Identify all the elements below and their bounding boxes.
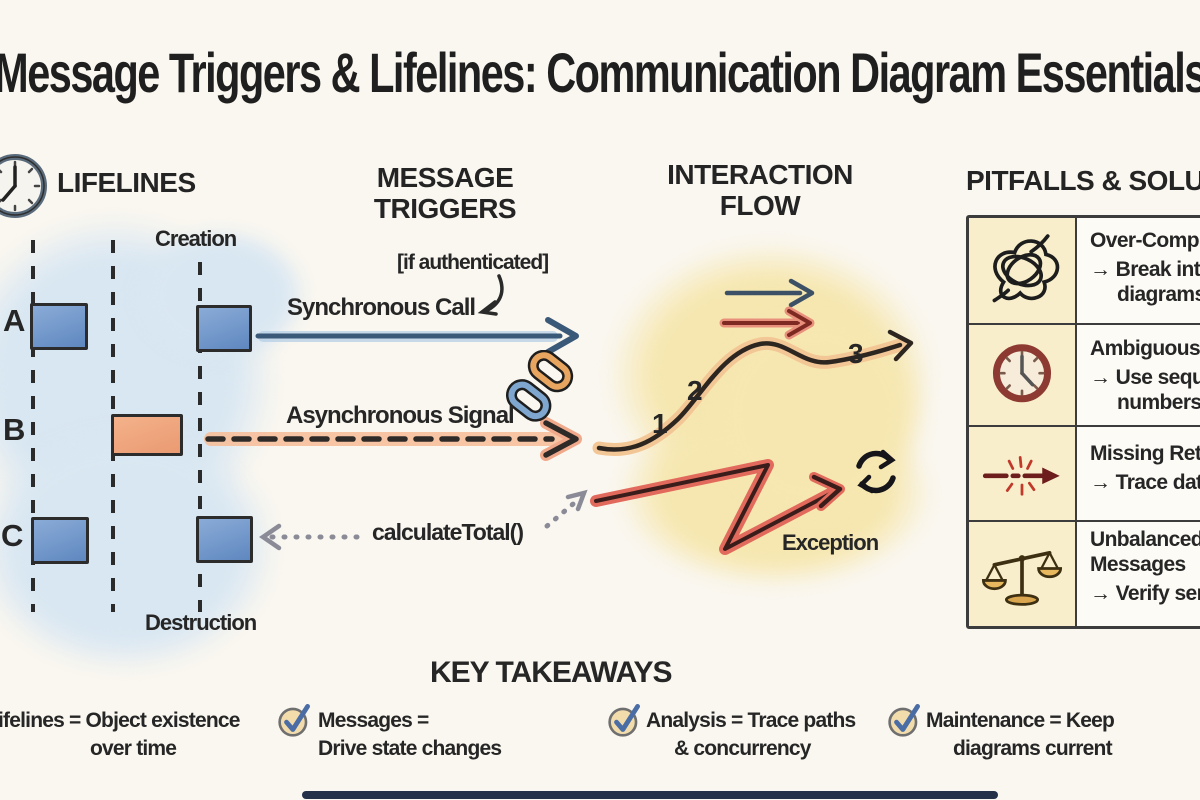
pitfall-problem: Unbalanced Messages bbox=[1090, 528, 1200, 576]
check-icon bbox=[608, 700, 644, 738]
loop-refresh-icon bbox=[856, 449, 896, 494]
pitfall-problem: Missing Returns bbox=[1090, 442, 1200, 465]
destruction-label: Destruction bbox=[145, 610, 257, 635]
check-icon bbox=[888, 700, 924, 738]
chain-link-icon bbox=[505, 350, 577, 424]
key-takeaways-heading: KEY TAKEAWAYS bbox=[430, 656, 673, 689]
pitfall-row: Over-Complexity → Break into smaller dia… bbox=[969, 218, 1200, 323]
object-box-c1 bbox=[31, 517, 89, 564]
takeaway-text: & concurrency bbox=[674, 737, 811, 760]
pitfall-solution: → Use sequence numbers bbox=[1090, 365, 1200, 414]
takeaway-text: Maintenance = Keep bbox=[926, 709, 1115, 732]
synchronous-call-label: Synchronous Call bbox=[287, 294, 476, 321]
object-box-a1 bbox=[30, 303, 88, 350]
interaction-wave-arrow bbox=[592, 329, 914, 456]
pitfall-row: Missing Returns → Trace data flow bbox=[969, 425, 1200, 520]
flow-step-3: 3 bbox=[848, 338, 864, 369]
lifeline-dashed-3 bbox=[198, 262, 202, 612]
takeaway-text: Analysis = Trace paths bbox=[646, 709, 856, 732]
object-box-c2 bbox=[196, 516, 253, 563]
interaction-flow-heading: INTERACTION FLOW bbox=[650, 159, 870, 222]
check-icon bbox=[278, 700, 314, 738]
tangle-icon bbox=[969, 218, 1077, 323]
takeaway-text: over time bbox=[90, 737, 177, 760]
watercolor-yellow-blob bbox=[700, 300, 930, 530]
lifeline-dashed-1 bbox=[31, 240, 35, 612]
pitfall-problem: Ambiguous Timing bbox=[1090, 337, 1200, 360]
takeaway-text: Drive state changes bbox=[318, 737, 502, 760]
pitfall-row: Unbalanced Messages → Verify send/receiv… bbox=[969, 520, 1200, 626]
synchronous-call-arrow bbox=[255, 317, 579, 355]
object-box-a2 bbox=[196, 305, 252, 352]
takeaway-text: Messages = bbox=[318, 709, 429, 732]
lifelines-heading: LIFELINES bbox=[57, 167, 196, 198]
flow-step-1: 1 bbox=[652, 408, 668, 439]
broken-arrow-icon bbox=[969, 427, 1077, 520]
guard-pointer-arrow bbox=[477, 274, 504, 316]
clock-icon bbox=[0, 152, 56, 226]
self-call-dotted-arrow bbox=[259, 489, 588, 551]
interaction-flow-heading-line2: FLOW bbox=[719, 189, 801, 221]
exception-label: Exception bbox=[782, 530, 879, 555]
message-triggers-heading-line1: MESSAGE bbox=[376, 162, 514, 193]
object-box-b bbox=[111, 414, 183, 456]
interaction-flow-heading-line1: INTERACTION bbox=[667, 159, 853, 190]
flow-blue-arrow bbox=[724, 278, 815, 308]
pitfall-row: Ambiguous Timing → Use sequence numbers bbox=[969, 323, 1200, 425]
lifeline-row-label-a: A bbox=[3, 303, 26, 338]
pitfall-solution: → Break into smaller diagrams bbox=[1090, 257, 1200, 306]
bottom-bar bbox=[302, 791, 998, 799]
pitfalls-table: Over-Complexity → Break into smaller dia… bbox=[966, 215, 1200, 629]
clock-icon bbox=[969, 325, 1077, 425]
message-triggers-heading-line2: TRIGGERS bbox=[373, 192, 517, 224]
exception-zigzag-arrow bbox=[590, 459, 845, 555]
guard-condition-label: [if authenticated] bbox=[397, 251, 549, 274]
creation-label: Creation bbox=[155, 226, 237, 251]
takeaway-text: Lifelines = Object existence bbox=[0, 709, 240, 732]
lifeline-row-label-b: B bbox=[3, 412, 26, 447]
flow-red-arrow bbox=[719, 306, 815, 340]
flow-step-2: 2 bbox=[687, 375, 703, 406]
asynchronous-signal-label: Asynchronous Signal bbox=[286, 402, 515, 429]
pitfalls-heading: PITFALLS & SOLUTIONS bbox=[966, 165, 1200, 196]
self-call-label: calculateTotal() bbox=[372, 519, 524, 545]
lifeline-row-label-c: C bbox=[1, 518, 24, 553]
pitfall-problem: Over-Complexity bbox=[1090, 229, 1200, 252]
pitfall-solution: → Trace data flow bbox=[1090, 470, 1200, 494]
asynchronous-signal-arrow bbox=[204, 417, 582, 461]
takeaway-text: diagrams current bbox=[953, 737, 1113, 760]
pitfall-solution: → Verify send/receive bbox=[1090, 581, 1200, 605]
page-title: Message Triggers & Lifelines: Communicat… bbox=[0, 41, 1200, 104]
message-triggers-heading: MESSAGE TRIGGERS bbox=[355, 162, 535, 225]
scales-icon bbox=[969, 522, 1077, 626]
